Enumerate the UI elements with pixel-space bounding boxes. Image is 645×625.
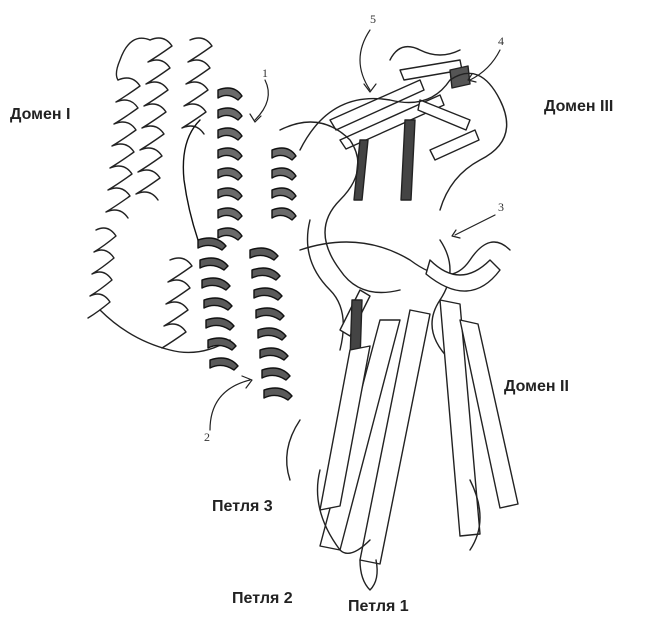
loop3-label: Петля 3 [212, 498, 273, 516]
arrow-2 [210, 380, 250, 430]
domain1-dark-helices [183, 88, 296, 400]
domain1-helix-d [182, 38, 212, 134]
domain1-helix-c [88, 228, 116, 318]
marker-5: 5 [370, 12, 376, 27]
b-strand-2 [360, 310, 430, 564]
arrow-4 [470, 50, 500, 80]
arrow-3 [455, 215, 495, 235]
domain2-beta-strands [287, 260, 518, 590]
dark-helix-d [272, 148, 296, 220]
helix-connector [183, 120, 200, 240]
loop2-label: Петля 2 [232, 590, 293, 608]
arrow-5 [360, 30, 370, 90]
marker-2: 2 [204, 430, 210, 445]
domain2-label: Домен II [504, 378, 569, 396]
domain1-helix-a [136, 38, 172, 200]
marker-3: 3 [498, 200, 504, 215]
arrow-1 [255, 80, 268, 120]
dark-strand-b [401, 120, 415, 200]
domain1-helix-b [106, 78, 140, 218]
domain3-label: Домен III [544, 98, 613, 116]
arrow-5-head [364, 84, 376, 92]
marker-1: 1 [262, 66, 268, 81]
domain1-helix-e [162, 258, 192, 348]
domain3-beta-sheet [300, 47, 507, 210]
dark-strand-c [450, 66, 470, 88]
loop1-label: Петля 1 [348, 598, 409, 616]
b-strand-6 [426, 260, 500, 291]
dark-strand-a [354, 140, 368, 200]
domain3-loop-2 [390, 47, 460, 60]
domain1-connector [116, 38, 150, 80]
dark-helix-a [218, 88, 242, 240]
strand-e [430, 130, 479, 160]
dark-helix-c [250, 248, 292, 400]
domain1-label: Домен I [10, 106, 70, 124]
marker-4: 4 [498, 34, 504, 49]
domain2-loop-2 [360, 560, 377, 590]
domain2-loop-4 [287, 420, 300, 480]
